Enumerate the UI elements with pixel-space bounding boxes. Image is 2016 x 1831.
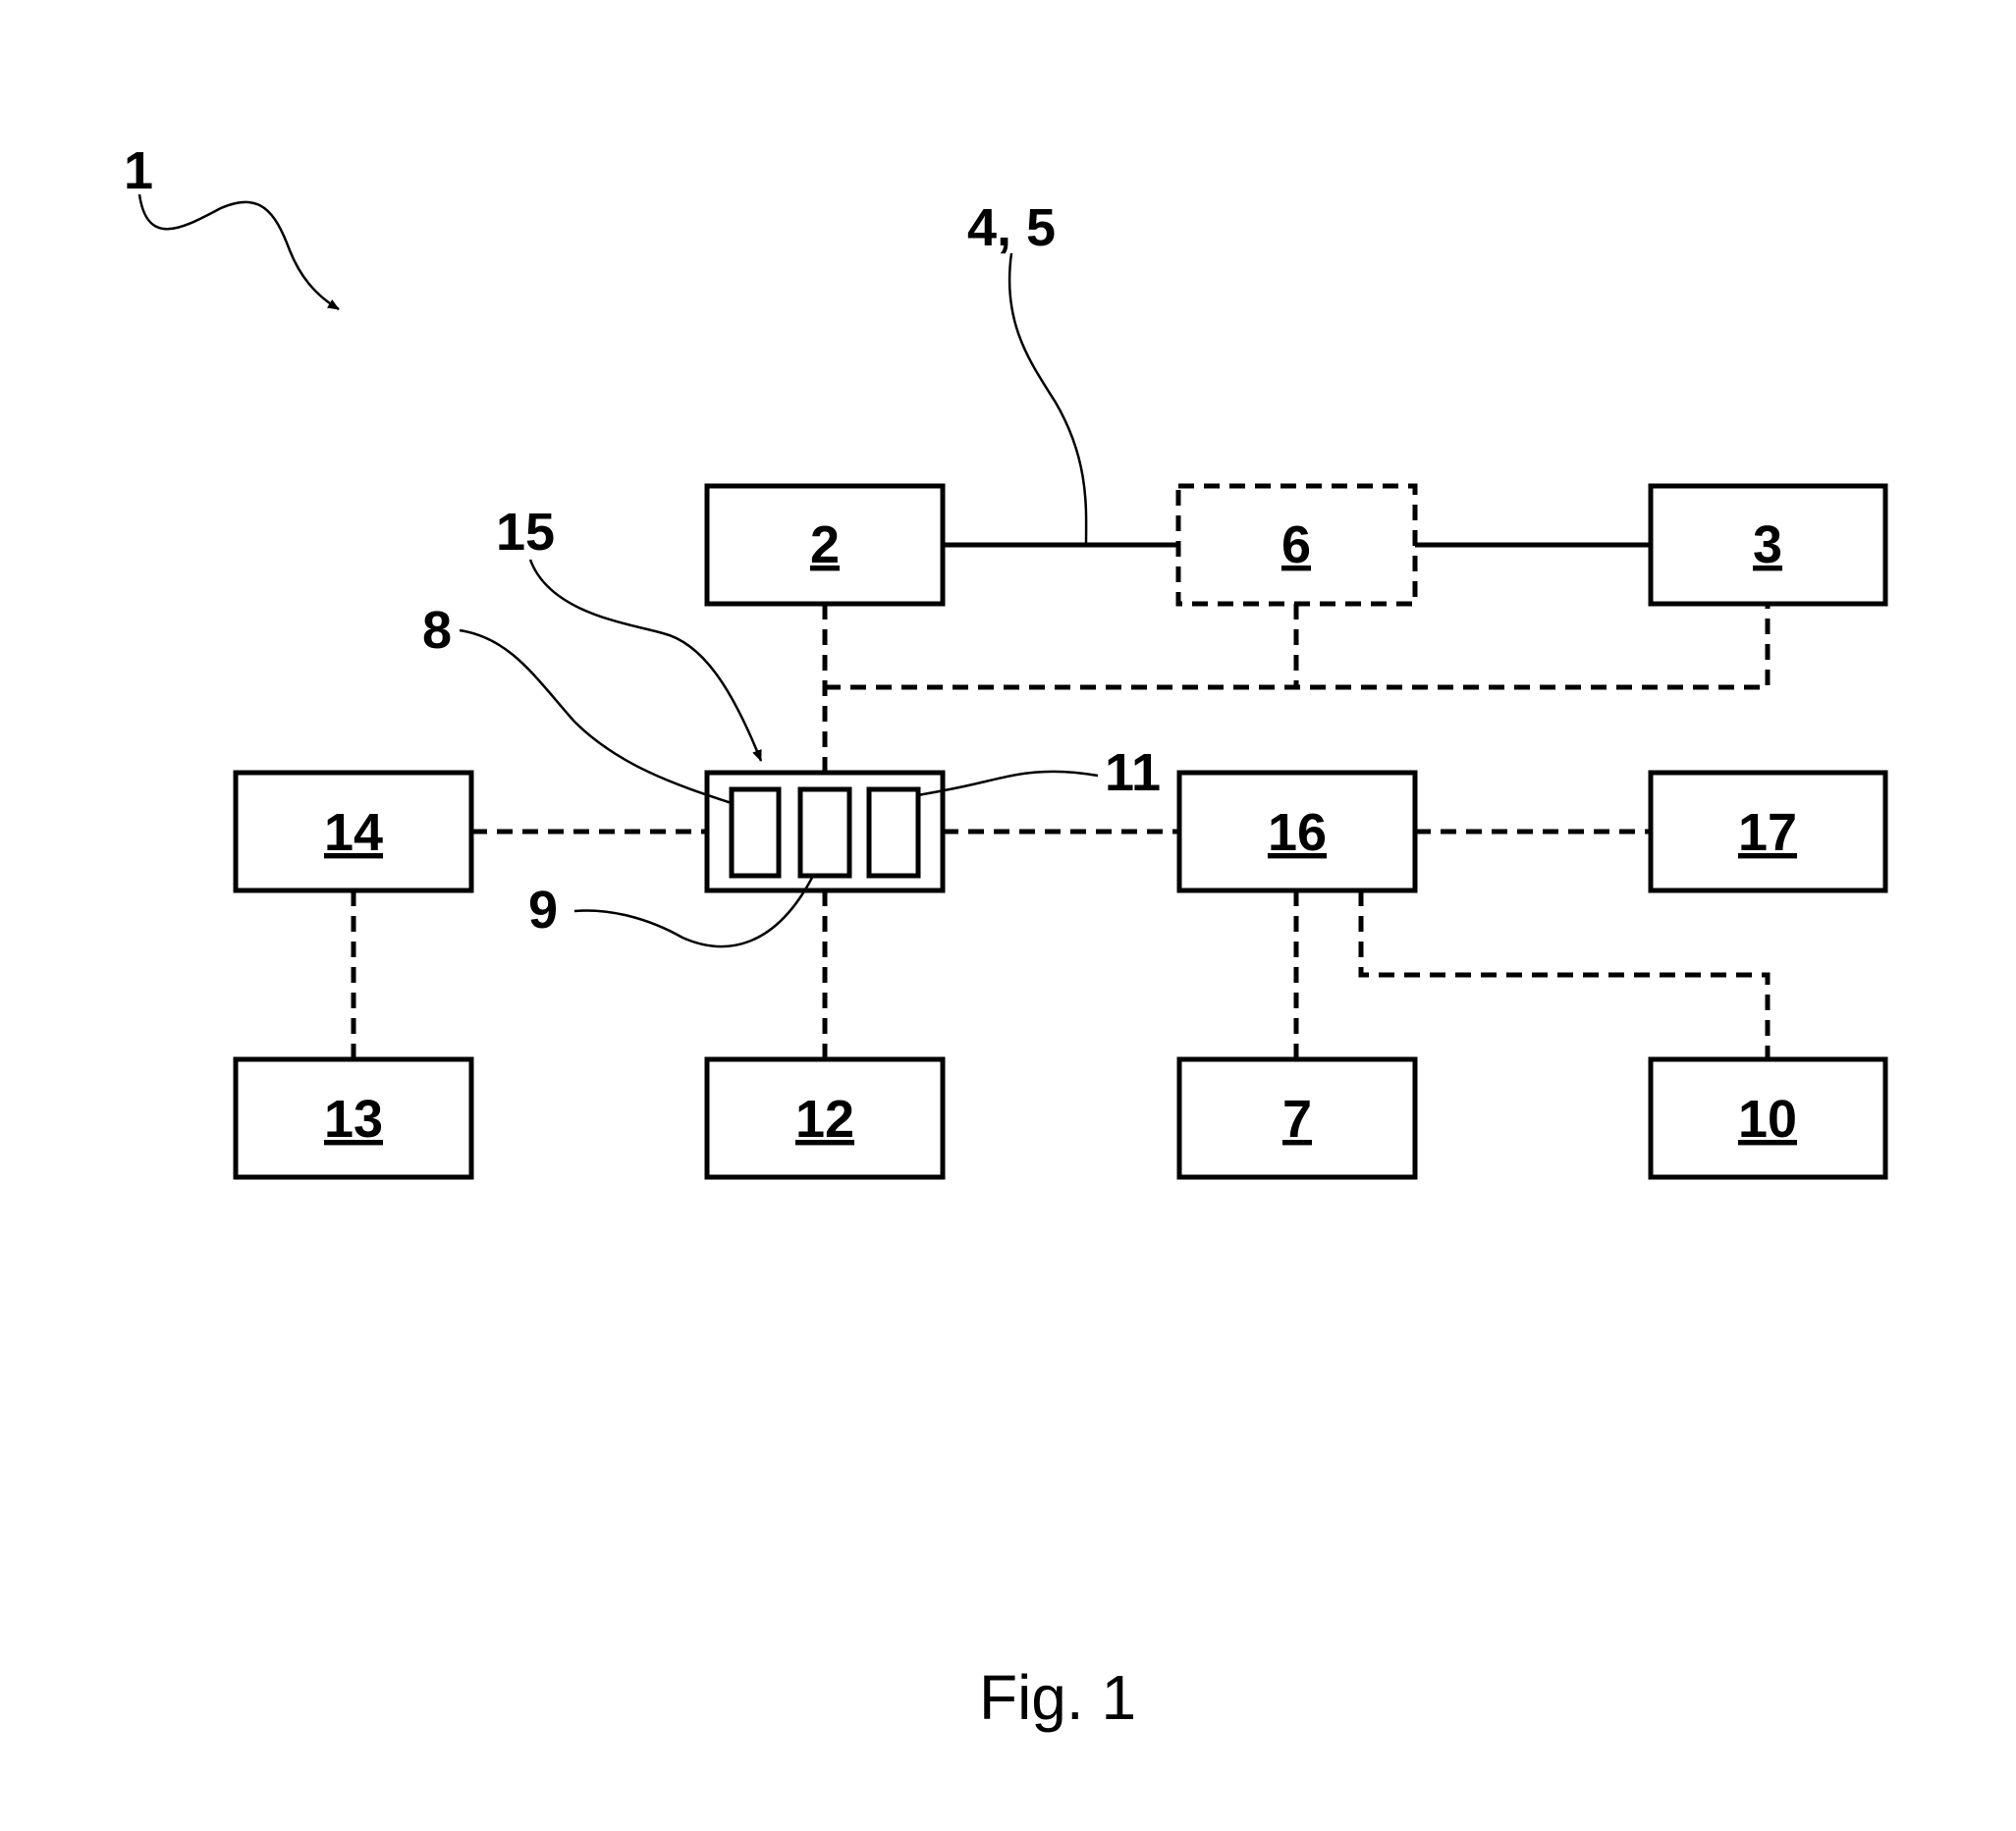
system-ref-label: 1 [124,141,153,200]
block-15-sub-8 [729,786,782,879]
callout-9-label: 9 [528,881,558,940]
callout-11-label: 11 [1105,743,1161,802]
block-12-label: 12 [795,1090,854,1149]
callout-4-5-label: 4, 5 [967,198,1056,257]
system-ref-arrow [137,193,340,311]
block-14-label: 14 [324,803,383,862]
block-3 [1648,483,1888,607]
block-15-sub-9 [797,786,852,879]
link-bus-6-3 [825,604,1771,690]
block-2-label: 2 [810,515,840,574]
block-17-label: 17 [1738,803,1797,862]
callout-15-label: 15 [496,503,555,562]
block-17 [1648,770,1888,893]
block-7 [1176,1056,1418,1180]
block-12 [704,1056,946,1180]
callout-11-leader [917,770,1099,797]
block-3-label: 3 [1753,515,1782,574]
block-16-label: 16 [1268,803,1327,862]
block-7-label: 7 [1282,1090,1312,1149]
callout-4-5-leader [1008,252,1088,546]
callout-8-leader [459,628,733,805]
callout-9-leader [573,875,815,948]
block-10-label: 10 [1738,1090,1797,1149]
block-2 [704,483,946,607]
block-13 [233,1056,474,1180]
block-10 [1648,1056,1888,1180]
block-14 [233,770,474,893]
callout-15-leader [528,559,763,762]
block-13-label: 13 [324,1090,383,1149]
block-16 [1176,770,1418,893]
block-6 [1175,483,1418,607]
block-6-label: 6 [1281,515,1311,574]
block-15-sub-11 [866,786,921,879]
link-16-10 [1358,890,1771,1059]
figure-caption: Fig. 1 [979,1662,1136,1733]
callout-8-label: 8 [422,601,452,660]
